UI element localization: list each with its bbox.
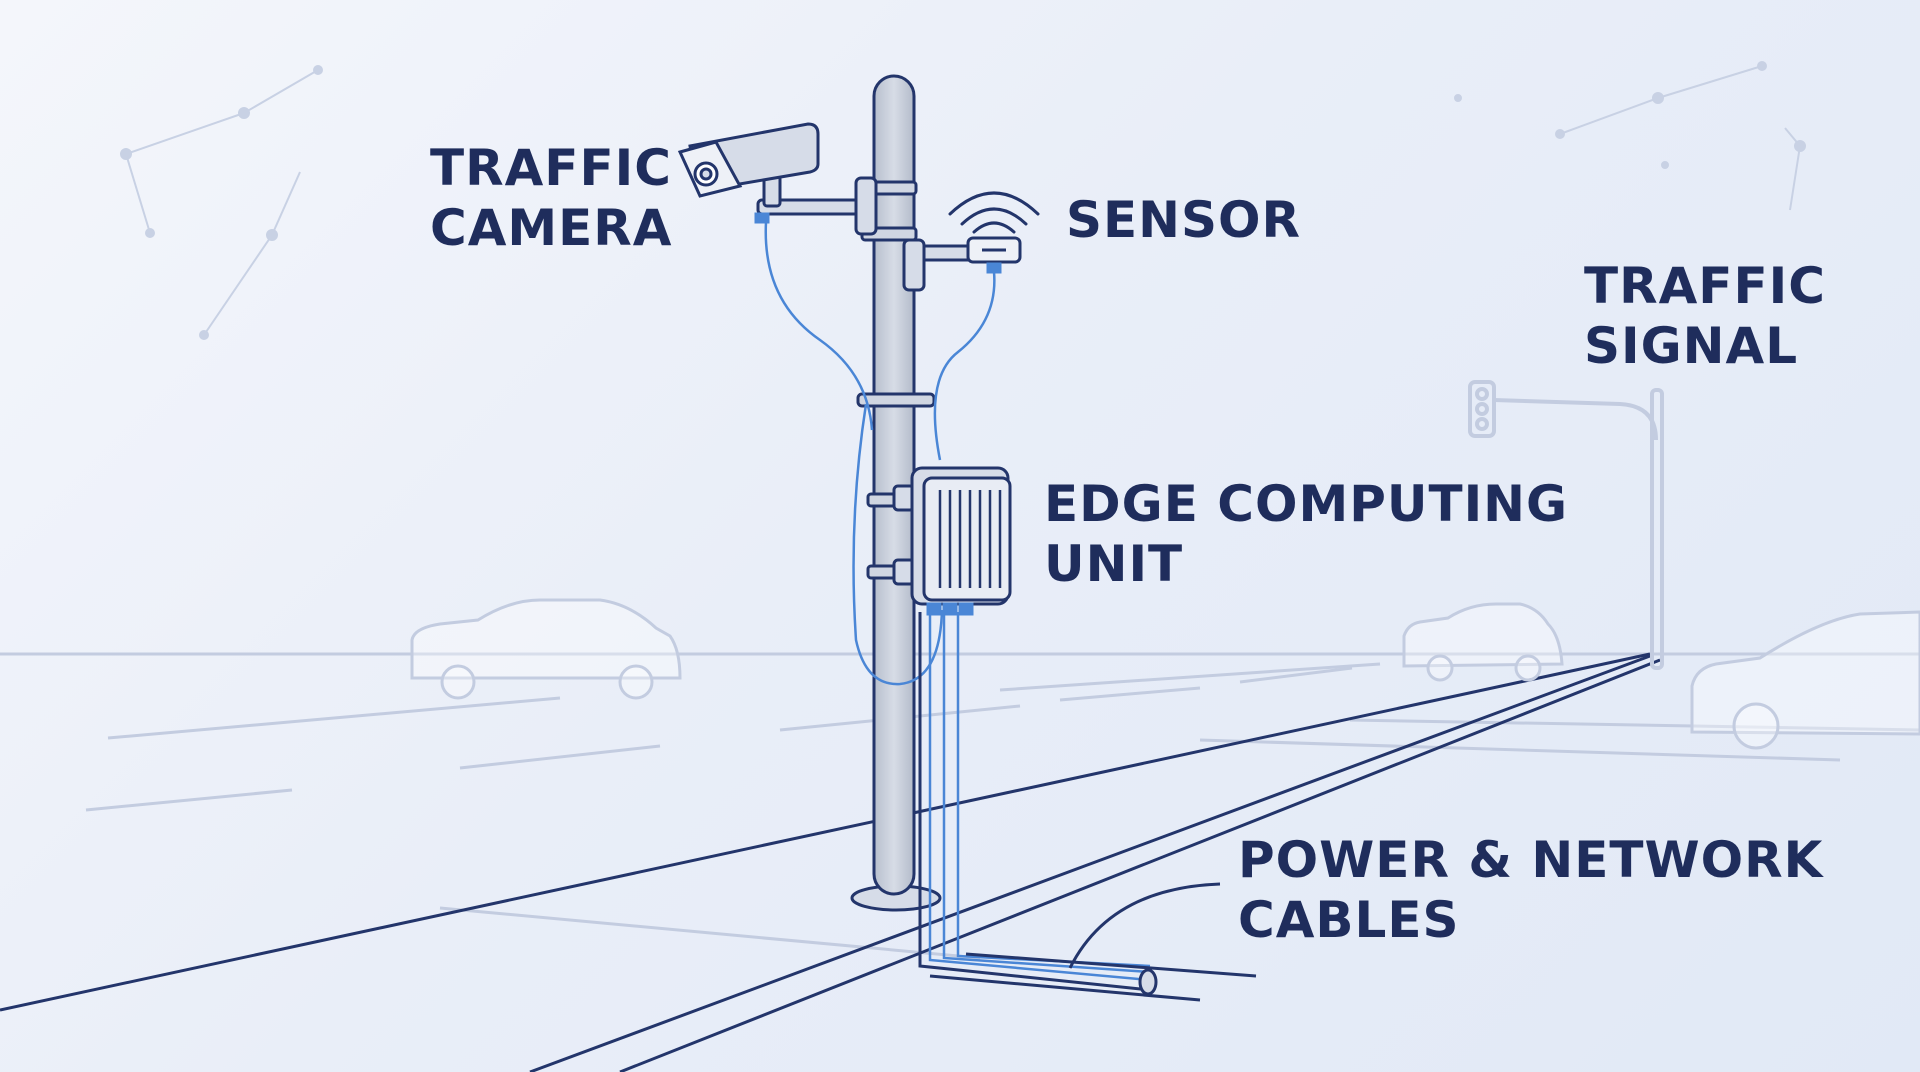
- edge-computing-unit-label: EDGE COMPUTING UNIT: [1044, 474, 1568, 594]
- constellation-decoration-right: [1454, 61, 1806, 211]
- cables-leader-line: [1068, 882, 1221, 969]
- edge-computing-unit-label-line-2: UNIT: [1044, 535, 1184, 593]
- device-cables: [764, 221, 996, 686]
- power-network-cables-label-line-1: POWER & NETWORK: [1238, 831, 1824, 889]
- edge-computing-unit-illustration: [892, 466, 1012, 616]
- traffic-camera-label-line-2: CAMERA: [430, 199, 673, 257]
- traffic-camera-label-line-1: TRAFFIC: [430, 139, 672, 197]
- traffic-signal-label-line-2: SIGNAL: [1584, 317, 1799, 375]
- traffic-signal-illustration: [1468, 380, 1664, 670]
- car-middle: [1402, 602, 1564, 682]
- power-network-cables-label-line-2: CABLES: [1238, 891, 1460, 949]
- road-edges: [0, 652, 1661, 1072]
- power-network-cables-illustration: [918, 612, 1257, 1002]
- car-right: [1690, 610, 1920, 750]
- sensor-illustration: [902, 236, 1022, 292]
- power-network-cables-label: POWER & NETWORK CABLES: [1238, 830, 1823, 950]
- traffic-signal-label: TRAFFIC SIGNAL: [1584, 256, 1826, 376]
- wifi-signal-icon: [948, 191, 1040, 234]
- edge-computing-unit-label-line-1: EDGE COMPUTING: [1044, 475, 1569, 533]
- car-left: [410, 598, 682, 700]
- traffic-signal-label-line-1: TRAFFIC: [1584, 257, 1826, 315]
- traffic-camera-illustration: [677, 122, 878, 236]
- sensor-label: SENSOR: [1066, 190, 1301, 250]
- sensor-label-line-1: SENSOR: [1066, 191, 1302, 249]
- constellation-decoration-left: [120, 65, 323, 340]
- traffic-camera-label: TRAFFIC CAMERA: [430, 138, 673, 258]
